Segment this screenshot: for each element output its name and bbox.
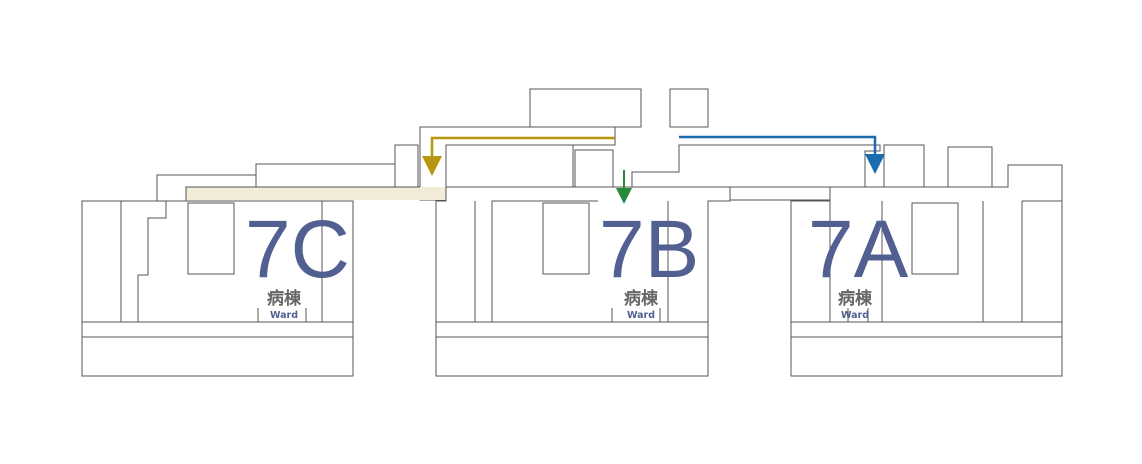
core-7c-shaft	[394, 144, 419, 188]
core-top-right	[669, 88, 709, 128]
ward-7a-code: 7A	[808, 204, 909, 295]
ward-7a-label-jp: 病棟	[838, 288, 873, 309]
stairs-7c	[187, 202, 235, 275]
core-mid-small	[574, 149, 614, 188]
ward-7c-floor	[81, 200, 354, 377]
core-mid-left	[445, 144, 574, 188]
core-right-1	[883, 144, 925, 188]
core-mid-right	[631, 144, 881, 188]
ward-7c-label-en: Ward	[270, 310, 298, 321]
corridor	[156, 126, 831, 202]
ward-7c-code: 7C	[245, 204, 350, 295]
core-top-left	[529, 88, 642, 128]
ward-7c: 7C 病棟 Ward	[81, 200, 354, 377]
route-arrow-7c	[422, 136, 615, 176]
ward-7b-label-en: Ward	[627, 310, 655, 321]
stairs-7b	[542, 202, 590, 275]
ward-7b-floor	[435, 186, 731, 377]
ward-7a-floor	[790, 164, 1063, 377]
route-arrow-7a	[679, 135, 885, 174]
routes	[422, 135, 885, 204]
ward-7b: 7B 病棟 Ward	[435, 186, 731, 377]
core-right-2	[947, 146, 993, 188]
ward-7b-label-jp: 病棟	[624, 288, 659, 309]
stairs-7a	[911, 202, 959, 275]
corridor-west	[186, 187, 446, 200]
corridor-east	[729, 186, 831, 201]
ward-7a: 7A 病棟 Ward	[790, 164, 1063, 377]
ward-7a-label-en: Ward	[841, 310, 869, 321]
ward-7c-label-jp: 病棟	[267, 288, 302, 309]
ward-7b-code: 7B	[599, 204, 699, 295]
core-7c-room	[255, 163, 396, 188]
